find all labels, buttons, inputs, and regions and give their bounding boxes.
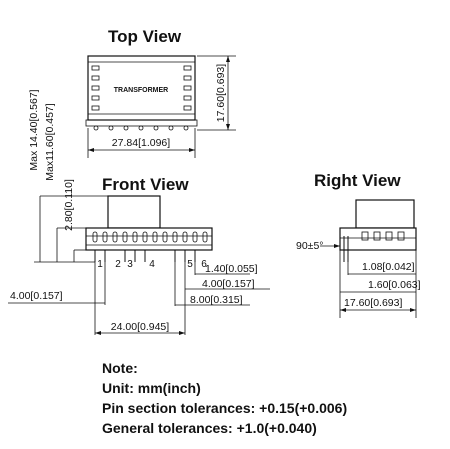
dim-right-width: 17.60[0.693]	[344, 297, 402, 309]
dim-pin-span-b: 8.00[0.315]	[190, 294, 243, 306]
note-unit: Unit: mm(inch)	[102, 380, 201, 396]
component-label: TRANSFORMER	[114, 87, 168, 94]
dim-pin-stand: 2.80[0.110]	[63, 179, 75, 231]
dim-top-width: 27.84[1.096]	[112, 137, 170, 149]
pin-number: 5	[187, 259, 193, 270]
dim-top-height: 17.60[0.693]	[215, 64, 227, 122]
front-view-body	[85, 195, 213, 262]
front-view-title: Front View	[102, 175, 189, 194]
dim-pin-offset-left: 4.00[0.157]	[10, 290, 63, 302]
dim-pin-pitch-b: 4.00[0.157]	[202, 278, 255, 290]
dim-pin-span-total: 24.00[0.945]	[111, 321, 169, 333]
right-view-body	[339, 199, 417, 262]
dim-max-height: Max 14.40[0.567]	[28, 89, 40, 170]
dim-max-body: Max11.60[0.457]	[44, 103, 56, 181]
dim-angle: 90±5°	[296, 240, 323, 252]
note-heading: Note:	[102, 360, 138, 376]
pin-number: 3	[127, 259, 133, 270]
pin-number: 2	[115, 259, 121, 270]
right-view-title: Right View	[314, 171, 401, 190]
dim-right-b: 1.60[0.063]	[368, 279, 421, 291]
pin-number: 4	[149, 259, 155, 270]
pin-number: 6	[201, 259, 207, 270]
dim-pin-pitch-a: 1.40[0.055]	[205, 263, 258, 275]
top-view-title: Top View	[108, 27, 182, 46]
pin-number: 1	[97, 259, 103, 270]
top-view-body	[85, 55, 198, 131]
note-general-tolerance: General tolerances: +1.0(+0.040)	[102, 420, 317, 436]
note-pin-tolerance: Pin section tolerances: +0.15(+0.006)	[102, 400, 348, 416]
dim-right-a: 1.08[0.042]	[362, 261, 415, 273]
